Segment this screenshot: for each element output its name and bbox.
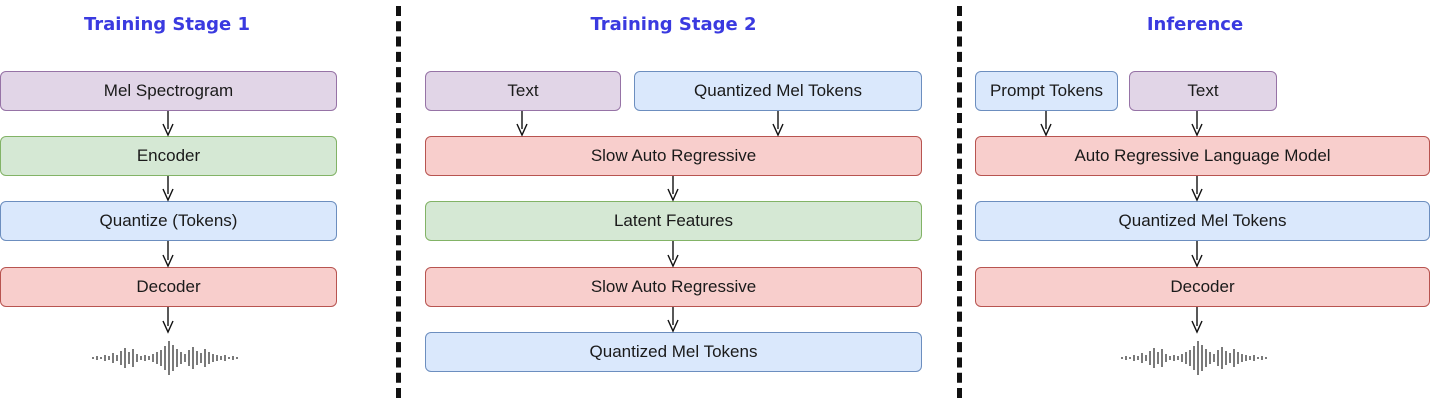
arrow-down-icon [772,111,784,137]
mel-spectrogram-box: Mel Spectrogram [0,71,337,111]
text-input-box: Text [425,71,621,111]
arrow-down-icon [162,111,174,137]
decoder-box: Decoder [0,267,337,307]
arrow-down-icon [667,241,679,268]
stage2-title: Training Stage 2 [590,14,757,35]
prompt-tokens-input-box: Prompt Tokens [975,71,1118,111]
encoder-box: Encoder [0,136,337,176]
waveform-icon [1121,341,1267,375]
arrow-down-icon [516,111,528,137]
waveform-icon [92,341,238,375]
section-divider-2 [957,6,962,398]
decoder-box-inference: Decoder [975,267,1430,307]
arrow-down-icon [162,307,174,334]
arrow-down-icon [162,176,174,202]
arrow-down-icon [667,176,679,202]
inference-title: Inference [1146,14,1244,35]
auto-regressive-language-model-box: Auto Regressive Language Model [975,136,1430,176]
stage1-title: Training Stage 1 [83,14,251,35]
arrow-down-icon [1191,241,1203,268]
arrow-down-icon [1040,111,1052,137]
latent-features-box: Latent Features [425,201,922,241]
arrow-down-icon [1191,111,1203,137]
quantize-tokens-box: Quantize (Tokens) [0,201,337,241]
quantized-mel-tokens-output-box: Quantized Mel Tokens [425,332,922,372]
text-input-box-inference: Text [1129,71,1277,111]
section-divider-1 [396,6,401,398]
arrow-down-icon [667,307,679,333]
quantized-mel-tokens-box-inference: Quantized Mel Tokens [975,201,1430,241]
slow-auto-regressive-box-2: Slow Auto Regressive [425,267,922,307]
quantized-mel-tokens-input-box: Quantized Mel Tokens [634,71,922,111]
arrow-down-icon [162,241,174,268]
arrow-down-icon [1191,176,1203,202]
slow-auto-regressive-box: Slow Auto Regressive [425,136,922,176]
arrow-down-icon [1191,307,1203,334]
